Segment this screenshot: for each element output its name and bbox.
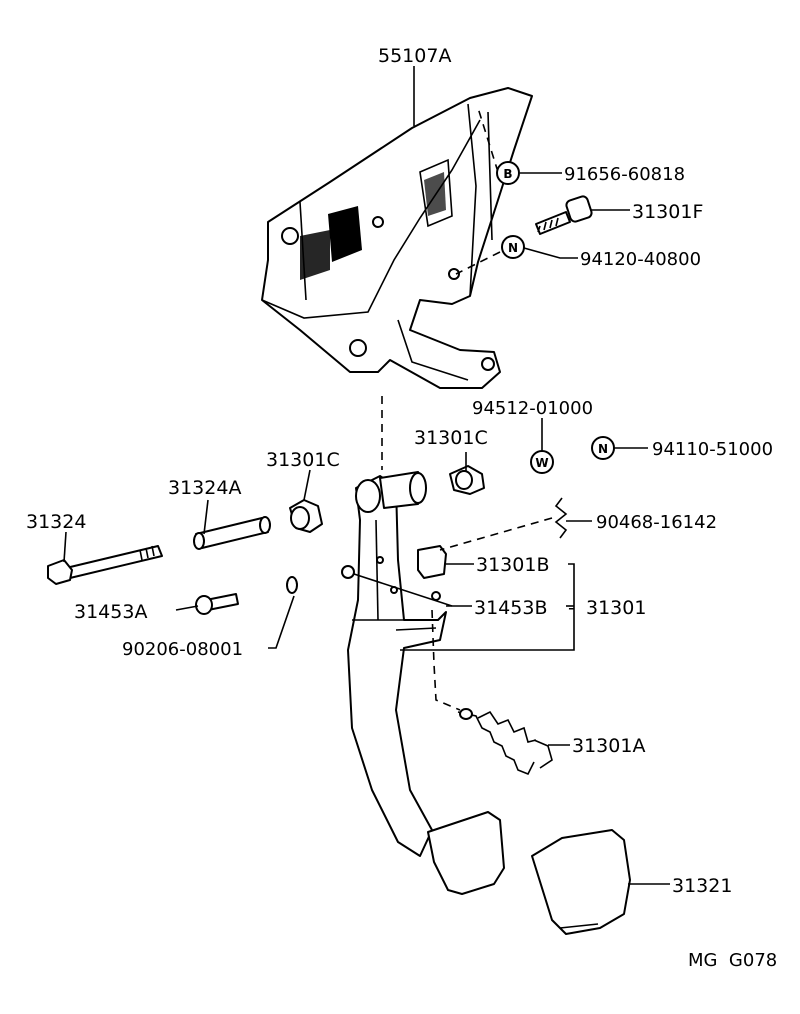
symbol-b-icon: B — [496, 161, 520, 185]
label-small-bolt: 31453A — [74, 601, 147, 623]
label-nut-b: 91656-60818 — [564, 164, 685, 185]
bolt-31301f-drawing — [535, 195, 593, 235]
symbol-w-icon: W — [530, 450, 554, 474]
label-nut-n: 94120-40800 — [580, 249, 701, 270]
small-bolt-31453a-drawing — [195, 593, 239, 615]
svg-text:N: N — [508, 241, 518, 255]
label-washer-w: 94512-01000 — [472, 398, 593, 419]
label-stopper: 31301B — [476, 554, 549, 576]
collar-31324a-drawing — [193, 516, 271, 550]
spring-31301a-drawing — [457, 708, 553, 776]
label-long-bolt: 31324 — [26, 511, 86, 533]
footer-code: MG G078 — [688, 950, 777, 971]
label-nut-n-right: 94110-51000 — [652, 439, 773, 460]
svg-text:N: N — [598, 442, 608, 456]
label-washer-small: 90206-08001 — [122, 639, 243, 660]
stopper-31301b-drawing — [417, 545, 447, 579]
label-bracket: 55107A — [378, 45, 451, 67]
label-collar: 31324A — [168, 477, 241, 499]
svg-text:W: W — [535, 456, 548, 470]
dashed-nut-b-line — [477, 107, 499, 173]
pedal-bracket-drawing — [261, 87, 533, 389]
leader-lines — [63, 66, 670, 885]
label-separator-dash: - — [568, 597, 575, 619]
bushing-left-drawing — [289, 499, 323, 533]
dashed-spring-line — [431, 609, 461, 711]
label-clip: 90468-16142 — [596, 512, 717, 533]
label-pedal-assy: 31301 — [586, 597, 646, 619]
clip-90468-drawing — [554, 497, 568, 539]
label-pad: 31321 — [672, 875, 732, 897]
pedal-pad-31321-drawing — [531, 829, 631, 935]
dashed-clip-line — [439, 517, 553, 551]
pin-31453b-drawing — [341, 565, 453, 607]
svg-text:B: B — [503, 167, 512, 181]
washer-90206-drawing — [286, 576, 298, 594]
label-bushing-left: 31301C — [266, 449, 340, 471]
symbol-n-right-icon: N — [591, 436, 615, 460]
pedal-arm-drawing — [347, 471, 447, 857]
label-bushing-right: 31301C — [414, 427, 488, 449]
label-pin: 31453B — [474, 597, 547, 619]
symbol-n-icon: N — [501, 235, 525, 259]
label-spring: 31301A — [572, 735, 645, 757]
label-bolt-top: 31301F — [632, 201, 703, 223]
bushing-right-drawing — [449, 465, 485, 495]
pedal-pad-mounted-drawing — [427, 811, 505, 895]
long-bolt-31324-drawing — [47, 545, 163, 585]
